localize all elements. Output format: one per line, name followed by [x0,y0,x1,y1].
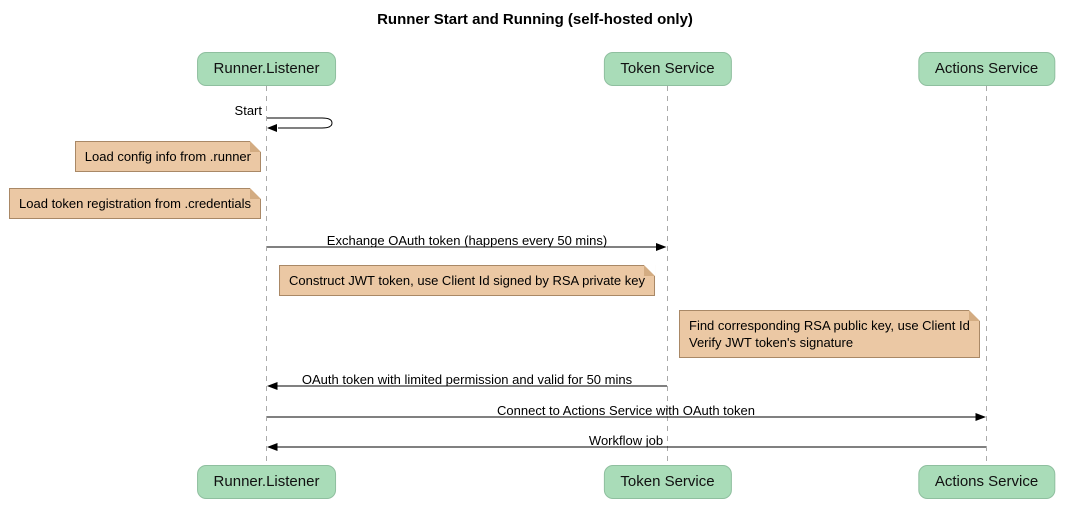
note-load-config: Load config info from .runner [74,141,262,172]
message-arrows [267,117,986,451]
participant-token-service-bottom: Token Service [603,465,732,499]
arrow-oauth-token-return [267,382,667,390]
arrow-exchange-oauth-token [267,243,667,251]
message-label-exchange-oauth-token: Exchange OAuth token (happens every 50 m… [326,233,608,248]
message-label-connect-actions-service: Connect to Actions Service with OAuth to… [497,403,755,418]
arrowhead [267,382,278,390]
note-load-token-registration: Load token registration from .credential… [9,188,261,219]
message-label-oauth-token-return: OAuth token with limited permission and … [301,372,633,387]
arrowhead [267,124,277,132]
message-label-start: Start [234,103,262,118]
diagram-title: Runner Start and Running (self-hosted on… [377,11,693,28]
message-label-workflow-job: Workflow job [588,433,664,448]
participant-actions-service-bottom: Actions Service [917,465,1056,499]
arrowhead [656,243,667,251]
lifelines [266,86,987,466]
participant-actions-service-top: Actions Service [917,52,1056,86]
note-construct-jwt: Construct JWT token, use Client Id signe… [279,265,655,296]
arrowhead [975,413,986,421]
note-verify-jwt: Find corresponding RSA public key, use C… [679,310,980,358]
arrow-workflow-job [267,443,986,451]
arrow-start-self [267,117,333,132]
participant-runner-listener-bottom: Runner.Listener [196,465,337,499]
arrow-connect-actions-service [267,413,986,421]
participant-token-service-top: Token Service [603,52,732,86]
participant-runner-listener-top: Runner.Listener [196,52,337,86]
arrowhead [267,443,278,451]
